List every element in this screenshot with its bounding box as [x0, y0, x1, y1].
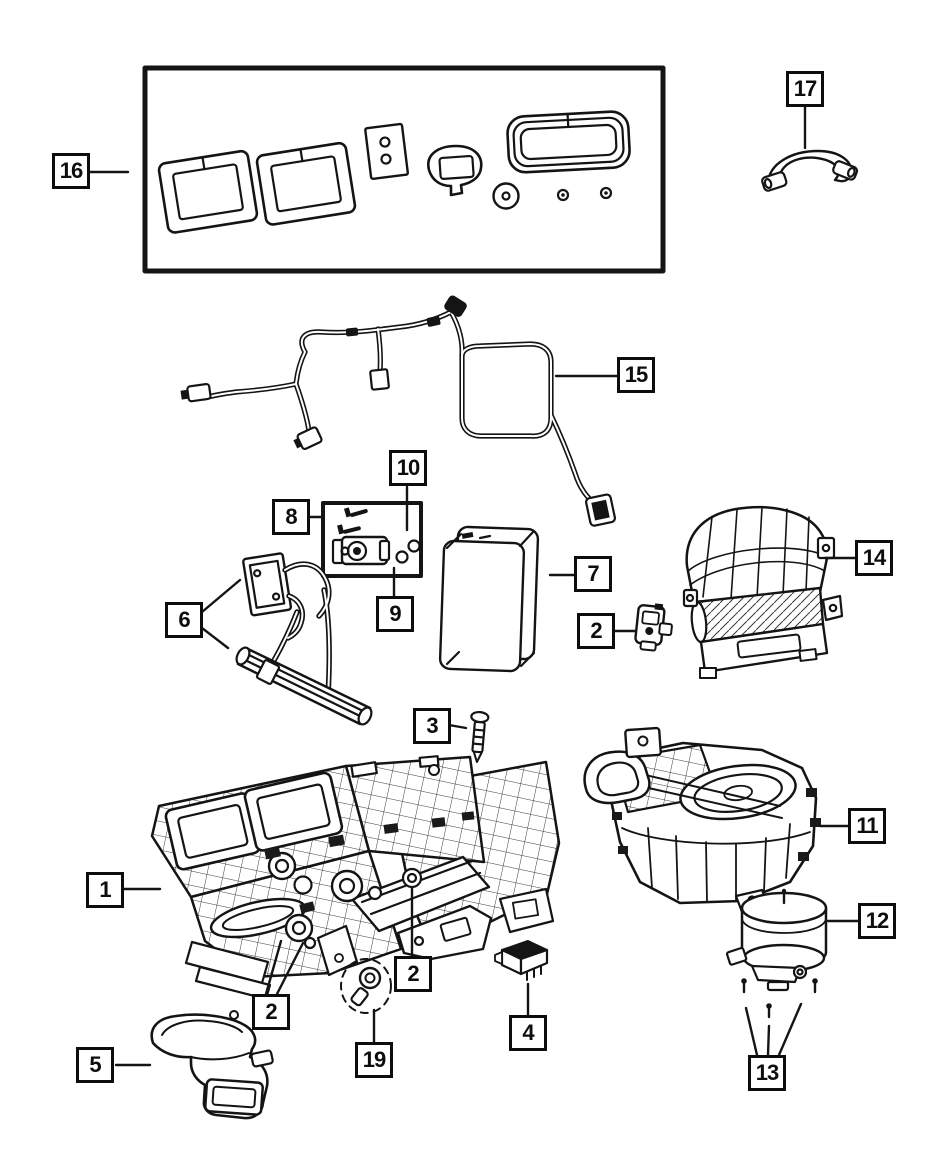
callout-label: 17 — [793, 76, 818, 101]
part-13-screws-sketch — [741, 978, 818, 1019]
leader-lines — [88, 104, 860, 1067]
part-17-strap-sketch — [761, 149, 859, 192]
part-19-grommet-sketch — [340, 958, 392, 1014]
part-7-evaporator-sketch — [438, 525, 540, 673]
callout-label: 2 — [407, 961, 419, 986]
part-5-floor-duct-sketch — [150, 1010, 274, 1120]
callout-17[interactable]: 17 — [786, 71, 824, 107]
callout-9[interactable]: 9 — [376, 596, 414, 632]
callout-label: 4 — [522, 1020, 534, 1045]
callout-label: 7 — [587, 561, 599, 586]
callout-13[interactable]: 13 — [748, 1055, 786, 1091]
callout-label: 5 — [89, 1052, 101, 1077]
callout-1[interactable]: 1 — [86, 872, 124, 908]
callout-label: 2 — [590, 618, 602, 643]
callout-6[interactable]: 6 — [165, 602, 203, 638]
callout-11[interactable]: 11 — [848, 808, 886, 844]
callout-label: 3 — [426, 713, 438, 738]
part-6-heater-core-sketch — [235, 552, 373, 726]
callout-label: 12 — [865, 908, 890, 933]
callout-label: 14 — [862, 545, 887, 570]
callout-2-left[interactable]: 2 — [252, 994, 290, 1030]
callout-label: 19 — [362, 1047, 387, 1072]
callout-label: 15 — [624, 362, 649, 387]
part-14-heater-housing-sketch — [682, 505, 844, 679]
callout-16[interactable]: 16 — [52, 153, 90, 189]
callout-label: 8 — [285, 504, 297, 529]
part-12-blower-motor-sketch — [725, 888, 828, 992]
part-3-screw-sketch — [470, 710, 490, 763]
callout-4[interactable]: 4 — [509, 1015, 547, 1051]
callout-8[interactable]: 8 — [272, 499, 310, 535]
callout-3[interactable]: 3 — [413, 708, 451, 744]
part-11-blower-housing-sketch — [583, 726, 821, 914]
callout-2-evaporator[interactable]: 2 — [577, 613, 615, 649]
callout-label: 10 — [396, 455, 421, 480]
callout-10[interactable]: 10 — [389, 450, 427, 486]
callout-12[interactable]: 12 — [858, 903, 896, 939]
callout-label: 1 — [99, 877, 111, 902]
callout-label: 13 — [755, 1060, 780, 1085]
callout-label: 16 — [59, 158, 84, 183]
part-1-hvac-unit-sketch — [150, 755, 561, 1001]
part-2-actuator-sketch — [634, 603, 673, 652]
callout-15[interactable]: 15 — [617, 357, 655, 393]
callout-label: 6 — [178, 607, 190, 632]
part-4-module-sketch — [494, 940, 549, 981]
callout-2-center[interactable]: 2 — [394, 956, 432, 992]
callout-19[interactable]: 19 — [355, 1042, 393, 1078]
callout-label: 9 — [389, 601, 401, 626]
part-15-wiring-harness-sketch — [180, 295, 617, 527]
callout-label: 2 — [265, 999, 277, 1024]
callout-14[interactable]: 14 — [855, 540, 893, 576]
callout-label: 11 — [856, 813, 878, 838]
callout-7[interactable]: 7 — [574, 556, 612, 592]
part-8-valve-kit-sketch — [321, 501, 423, 578]
callout-5[interactable]: 5 — [76, 1047, 114, 1083]
part-16-gasket-kit-sketch — [142, 65, 666, 274]
